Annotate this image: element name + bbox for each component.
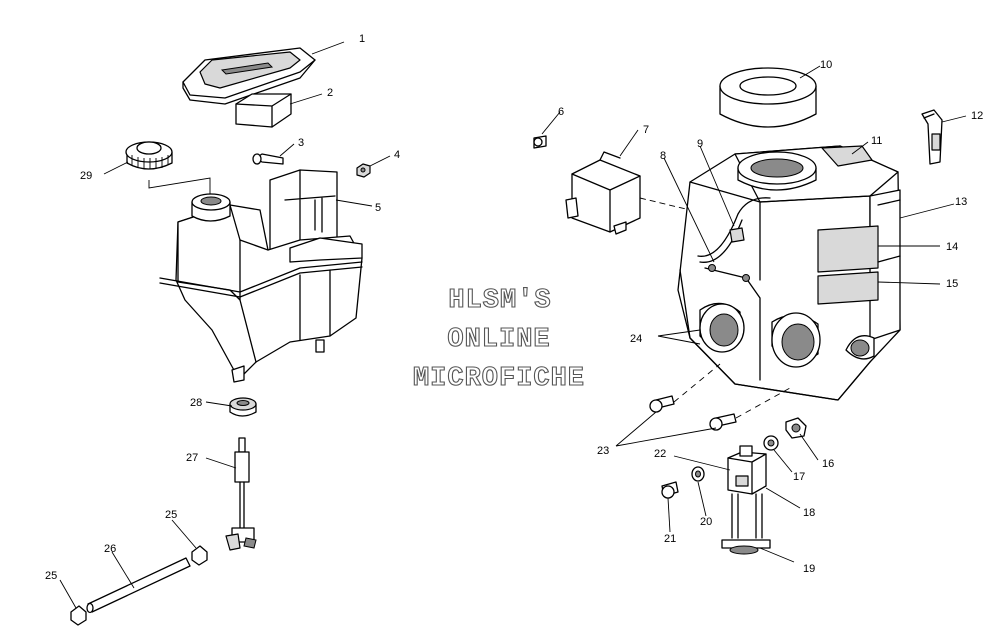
callout-21: 21 xyxy=(664,533,676,545)
watermark: HLSM'S ONLINE MICROFICHE xyxy=(412,285,585,394)
part-27-pickup-tube xyxy=(225,437,257,551)
part-25-clamp-upper xyxy=(191,545,208,566)
part-19-strap xyxy=(721,493,771,555)
part-12-latch xyxy=(921,109,943,165)
callout-22: 22 xyxy=(654,448,666,460)
part-20-washer xyxy=(691,466,705,482)
callout-8: 8 xyxy=(660,150,666,162)
watermark-line-2: ONLINE xyxy=(447,325,550,355)
leader-lines xyxy=(59,41,967,609)
callout-2: 2 xyxy=(327,87,333,99)
callout-28: 28 xyxy=(190,397,202,409)
callout-16: 16 xyxy=(822,458,834,470)
callout-26: 26 xyxy=(104,543,116,555)
callout-9: 9 xyxy=(697,138,703,150)
callout-1: 1 xyxy=(359,33,365,45)
callout-4: 4 xyxy=(394,149,400,161)
watermark-line-3: MICROFICHE xyxy=(413,364,585,394)
callout-27: 27 xyxy=(186,452,198,464)
callout-14: 14 xyxy=(946,241,958,253)
part-26-hose xyxy=(86,557,191,614)
part-29-filler-cap xyxy=(125,141,173,170)
part-1-tank-cover xyxy=(182,47,316,105)
part-7-module xyxy=(565,151,641,235)
part-17-washer xyxy=(763,435,779,451)
callout-11: 11 xyxy=(871,135,882,147)
part-18-mount xyxy=(727,445,767,495)
callout-15: 15 xyxy=(946,278,958,290)
callout-25-upper: 25 xyxy=(165,509,177,521)
callout-12: 12 xyxy=(971,110,983,122)
callout-17: 17 xyxy=(793,471,805,483)
callout-3: 3 xyxy=(298,137,304,149)
callout-10: 10 xyxy=(820,59,832,71)
callout-25-lower: 25 xyxy=(45,570,57,582)
part-28-grommet xyxy=(229,397,257,417)
airbox-housing xyxy=(677,145,901,401)
screw-dashed-link-left xyxy=(673,363,721,403)
callout-20: 20 xyxy=(700,516,712,528)
part-6-screw xyxy=(533,135,547,149)
callout-29: 29 xyxy=(80,170,92,182)
callout-24: 24 xyxy=(630,333,642,345)
part-25-clamp-lower xyxy=(70,605,87,626)
part-10-intake-ring xyxy=(719,67,817,128)
part-16-bushing xyxy=(785,417,807,439)
part-3-screw xyxy=(252,153,284,165)
callout-6: 6 xyxy=(558,106,564,118)
callout-19: 19 xyxy=(803,563,815,575)
part-4-nut xyxy=(356,163,371,178)
part-21-bolt xyxy=(661,481,679,499)
module-dashed-link xyxy=(639,197,691,211)
callout-labels: 1 2 3 4 5 29 6 7 8 9 10 11 12 13 14 15 2… xyxy=(45,33,983,582)
callout-23: 23 xyxy=(597,445,609,457)
callout-18: 18 xyxy=(803,507,815,519)
part-23-screw-right xyxy=(709,413,737,431)
screw-dashed-link-right xyxy=(735,387,791,419)
callout-7: 7 xyxy=(643,124,649,136)
part-5-oil-tank xyxy=(159,169,363,383)
cap-connector-line xyxy=(148,177,211,198)
part-23-screw-left xyxy=(649,395,675,413)
part-2-foam-block xyxy=(235,93,292,128)
callout-5: 5 xyxy=(375,202,381,214)
callout-13: 13 xyxy=(955,196,967,208)
watermark-line-1: HLSM'S xyxy=(448,286,551,316)
